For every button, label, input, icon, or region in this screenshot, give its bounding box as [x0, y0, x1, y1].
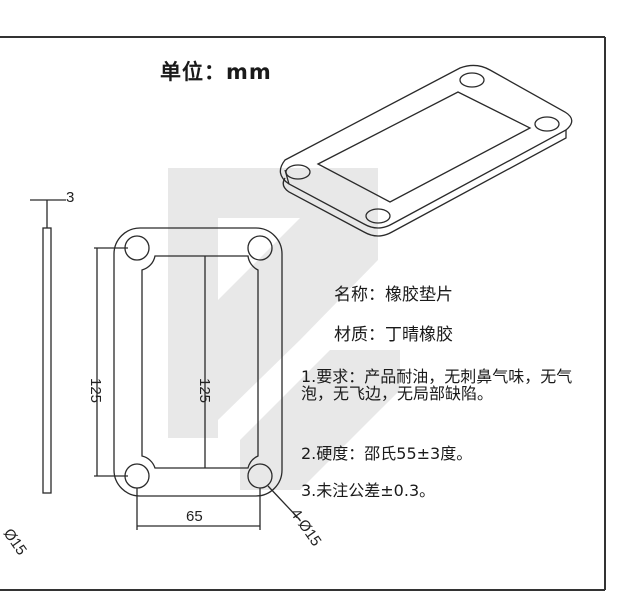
- sheet-frame: [0, 36, 606, 591]
- outer-height-dimension: 125: [87, 378, 104, 403]
- side-view: [30, 199, 66, 494]
- front-view: [94, 227, 301, 530]
- part-name: 名称：橡胶垫片: [334, 285, 453, 305]
- hole-partial-dimension: Ø15: [0, 526, 30, 559]
- width-dimension: 65: [186, 508, 203, 525]
- hole-top-left: [124, 235, 150, 261]
- thickness-dimension: 3: [66, 189, 74, 206]
- inner-height-dimension: 125: [196, 378, 213, 403]
- hole-top-right: [247, 235, 273, 261]
- requirement-1: 1.要求：产品耐油，无刺鼻气味，无气泡，无飞边，无局部缺陷。: [301, 367, 573, 403]
- holes-dimension: 4-Ø15: [287, 506, 325, 550]
- unit-label: 单位：mm: [160, 60, 272, 84]
- isometric-view: [279, 64, 573, 237]
- part-material: 材质：丁晴橡胶: [334, 325, 453, 345]
- requirement-2: 2.硬度：邵氏55±3度。: [301, 444, 473, 463]
- requirement-3: 3.未注公差±0.3。: [301, 481, 436, 500]
- hole-bottom-left: [124, 463, 150, 489]
